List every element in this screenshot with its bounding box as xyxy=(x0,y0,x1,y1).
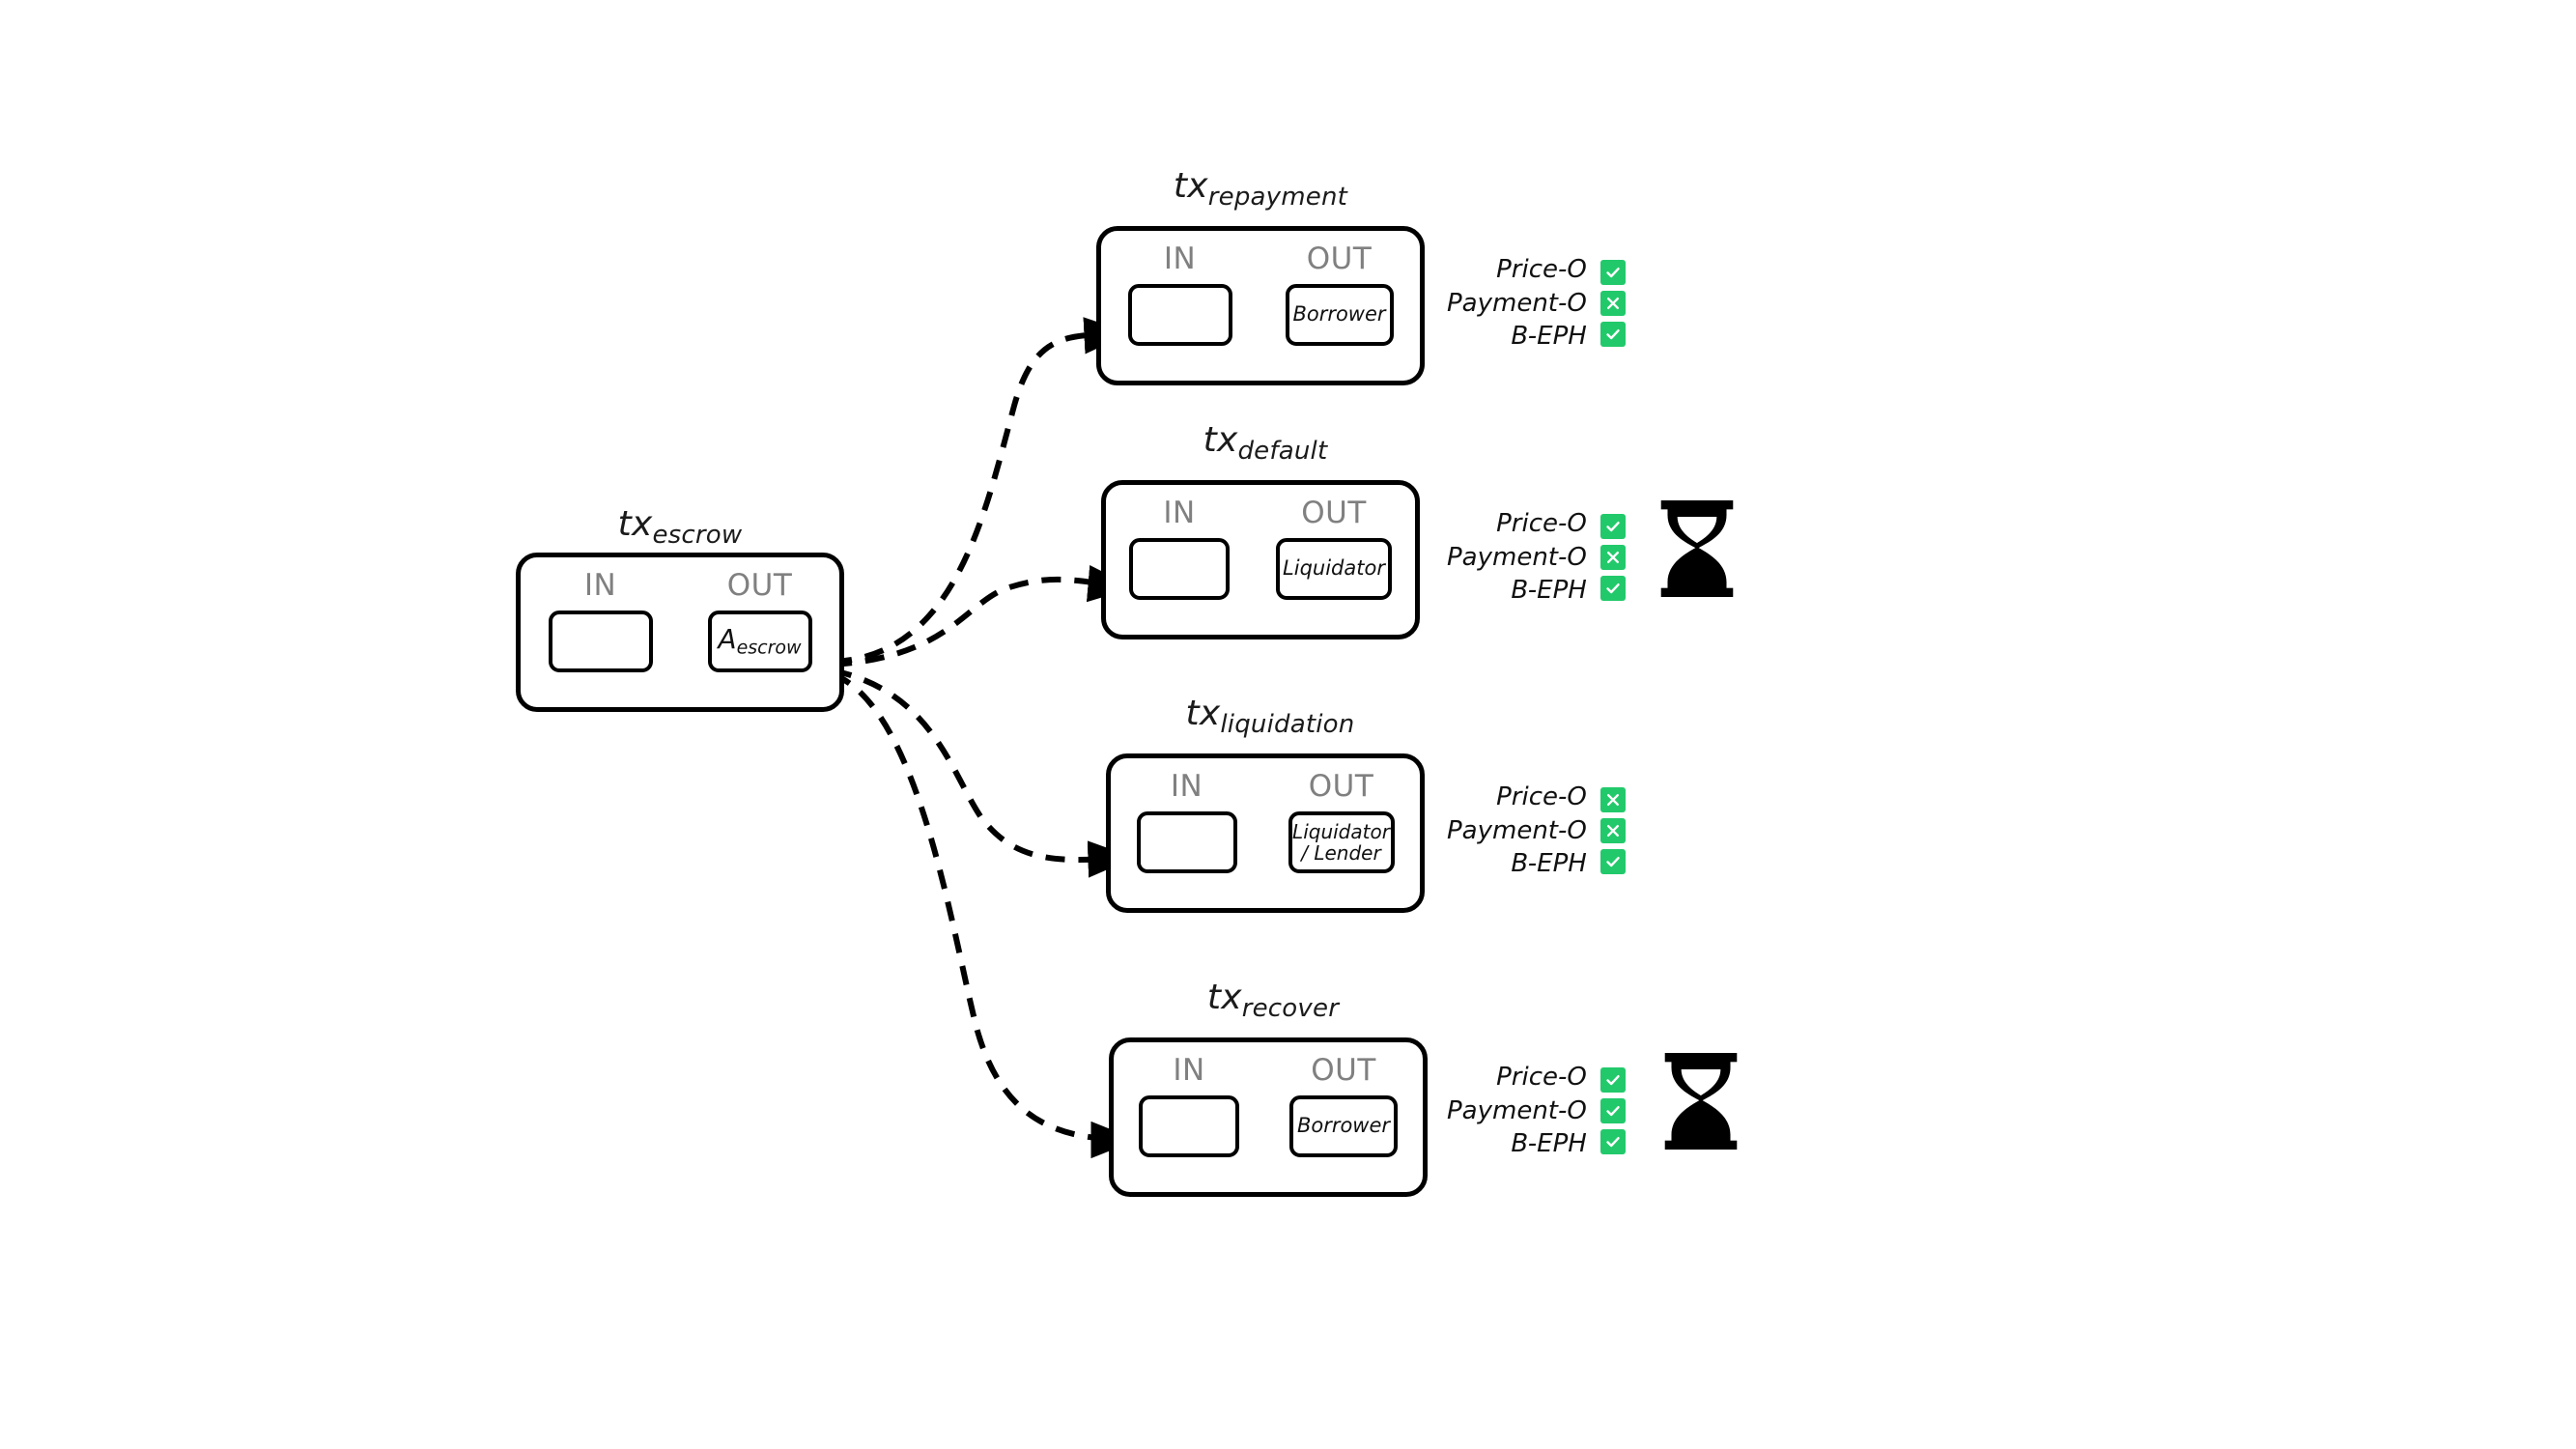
tx-default-badge-payment-cross-icon xyxy=(1599,544,1626,570)
tx-recover-badge-price-check-icon xyxy=(1599,1066,1626,1093)
tx-repayment-annot-label-beph: B-EPH xyxy=(1511,322,1587,352)
tx-escrow-in-column: IN xyxy=(548,568,653,672)
tx-escrow-in-slot[interactable] xyxy=(548,611,653,672)
tx-default-timelock-hourglass-icon xyxy=(1656,500,1739,597)
tx-liquidation-out-slot[interactable]: Liquidator / Lender xyxy=(1288,811,1395,873)
tx-default-annot-label-price: Price-O xyxy=(1496,509,1587,538)
tx-repayment-in-column: IN xyxy=(1127,242,1232,346)
tx-liquidation-out-header: OUT xyxy=(1308,769,1374,804)
tx-repayment-in-slot[interactable] xyxy=(1127,284,1232,346)
tx-repayment-badge-payment-cross-icon xyxy=(1599,290,1626,316)
tx-repayment-badge-beph-check-icon xyxy=(1599,321,1626,347)
tx-default-in-slot[interactable] xyxy=(1129,538,1230,600)
tx-node-default[interactable]: txdefault IN OUT Liquidator xyxy=(1101,420,1430,652)
tx-default-title-subscript: default xyxy=(1237,436,1328,466)
edge-escrow-to-recover xyxy=(831,671,1138,1159)
tx-node-repayment[interactable]: txrepayment IN OUT Borrower xyxy=(1096,166,1425,398)
tx-default-badge-price-check-icon xyxy=(1599,513,1626,539)
tx-liquidation-badge-price-cross-icon xyxy=(1599,786,1626,812)
tx-default-annot-label-beph: B-EPH xyxy=(1511,576,1587,606)
tx-default-badge-beph-check-icon xyxy=(1599,575,1626,601)
tx-default-out-slot-line-1: Liquidator xyxy=(1283,556,1385,581)
tx-recover-annot-label-beph: B-EPH xyxy=(1511,1129,1587,1159)
tx-recover-annot-label-price: Price-O xyxy=(1496,1063,1587,1092)
tx-liquidation-out-slot-line-2: / Lender xyxy=(1301,841,1381,865)
tx-repayment-in-header: IN xyxy=(1163,242,1197,276)
tx-recover-badge-payment-check-icon xyxy=(1599,1097,1626,1123)
escrow-asset-label: Aescrow xyxy=(718,624,801,659)
tx-recover-in-header: IN xyxy=(1173,1053,1205,1088)
tx-repayment-title: txrepayment xyxy=(1096,166,1425,212)
tx-repayment-title-subscript: repayment xyxy=(1207,182,1348,212)
tx-liquidation-box[interactable]: IN OUT Liquidator / Lender xyxy=(1106,753,1425,913)
tx-liquidation-badge-payment-cross-icon xyxy=(1599,817,1626,843)
tx-repayment-out-slot-line-1: Borrower xyxy=(1292,302,1386,327)
tx-repayment-annotations: Price-O Payment-O B-EPH xyxy=(1447,253,1626,354)
tx-escrow-box[interactable]: IN OUT Aescrow xyxy=(516,553,844,712)
tx-liquidation-annot-label-beph: B-EPH xyxy=(1511,849,1587,879)
tx-recover-out-header: OUT xyxy=(1311,1053,1376,1088)
tx-recover-title-subscript: recover xyxy=(1241,993,1340,1023)
tx-escrow-title-subscript: escrow xyxy=(652,520,743,550)
escrow-asset-subscript: escrow xyxy=(736,637,802,659)
tx-recover-annot-label-payment: Payment-O xyxy=(1447,1095,1587,1125)
tx-liquidation-out-column: OUT Liquidator / Lender xyxy=(1288,772,1395,873)
tx-repayment-out-slot[interactable]: Borrower xyxy=(1285,284,1394,346)
tx-escrow-out-column: OUT Aescrow xyxy=(707,568,812,672)
tx-escrow-in-header: IN xyxy=(583,568,617,603)
tx-default-annotations: Price-O Payment-O B-EPH xyxy=(1447,507,1626,608)
tx-liquidation-in-slot[interactable] xyxy=(1136,811,1237,873)
tx-liquidation-title-subscript: liquidation xyxy=(1220,709,1355,739)
tx-repayment-annot-label-payment: Payment-O xyxy=(1447,288,1587,318)
tx-liquidation-badge-beph-check-icon xyxy=(1599,848,1626,874)
tx-escrow-title: txescrow xyxy=(516,504,844,550)
tx-default-title-prefix: tx xyxy=(1203,420,1238,460)
tx-liquidation-annot-label-price: Price-O xyxy=(1496,782,1587,811)
tx-default-title: txdefault xyxy=(1101,420,1430,466)
tx-recover-out-slot-line-1: Borrower xyxy=(1296,1114,1391,1138)
tx-escrow-title-prefix: tx xyxy=(617,504,653,544)
tx-recover-title: txrecover xyxy=(1109,978,1437,1023)
edge-escrow-to-liquidation xyxy=(832,668,1135,878)
tx-liquidation-in-header: IN xyxy=(1170,769,1203,804)
tx-recover-badge-beph-check-icon xyxy=(1599,1128,1626,1154)
tx-default-in-column: IN xyxy=(1129,498,1230,600)
escrow-asset-symbol: A xyxy=(718,623,737,656)
tx-repayment-badge-price-check-icon xyxy=(1599,259,1626,285)
tx-recover-in-slot[interactable] xyxy=(1139,1095,1239,1157)
tx-liquidation-title: txliquidation xyxy=(1106,694,1434,739)
edge-escrow-to-default xyxy=(832,564,1135,668)
tx-recover-title-prefix: tx xyxy=(1206,978,1242,1017)
tx-recover-annotations: Price-O Payment-O B-EPH xyxy=(1447,1061,1626,1161)
tx-repayment-annot-label-price: Price-O xyxy=(1496,255,1587,284)
tx-repayment-box[interactable]: IN OUT Borrower xyxy=(1096,226,1425,385)
tx-node-escrow[interactable]: txescrow IN OUT Aescrow xyxy=(516,504,844,717)
tx-escrow-out-header: OUT xyxy=(726,568,793,603)
tx-default-annot-label-payment: Payment-O xyxy=(1447,542,1587,572)
tx-repayment-title-prefix: tx xyxy=(1173,166,1208,206)
tx-liquidation-annotations: Price-O Payment-O B-EPH xyxy=(1447,781,1626,881)
tx-recover-out-column: OUT Borrower xyxy=(1289,1056,1398,1157)
tx-default-out-column: OUT Liquidator xyxy=(1276,498,1392,600)
tx-repayment-out-header: OUT xyxy=(1306,242,1373,276)
tx-recover-box[interactable]: IN OUT Borrower xyxy=(1109,1037,1428,1197)
tx-default-out-slot[interactable]: Liquidator xyxy=(1276,538,1392,600)
edge-escrow-to-repayment xyxy=(832,317,1131,665)
tx-recover-timelock-hourglass-icon xyxy=(1659,1053,1742,1150)
tx-liquidation-title-prefix: tx xyxy=(1185,694,1221,733)
tx-node-liquidation[interactable]: txliquidation IN OUT Liquidator / Lender xyxy=(1106,694,1434,935)
tx-default-in-header: IN xyxy=(1163,496,1196,530)
tx-liquidation-annot-label-payment: Payment-O xyxy=(1447,815,1587,845)
tx-default-box[interactable]: IN OUT Liquidator xyxy=(1101,480,1420,639)
tx-recover-out-slot[interactable]: Borrower xyxy=(1289,1095,1398,1157)
tx-liquidation-in-column: IN xyxy=(1136,769,1237,873)
tx-default-out-header: OUT xyxy=(1301,496,1367,530)
tx-liquidation-out-slot-line-1: Liquidator xyxy=(1292,819,1390,843)
tx-escrow-out-slot[interactable]: Aescrow xyxy=(707,611,812,672)
tx-repayment-out-column: OUT Borrower xyxy=(1285,242,1394,346)
tx-recover-in-column: IN xyxy=(1139,1056,1239,1157)
tx-node-recover[interactable]: txrecover IN OUT Borrower xyxy=(1109,978,1437,1209)
